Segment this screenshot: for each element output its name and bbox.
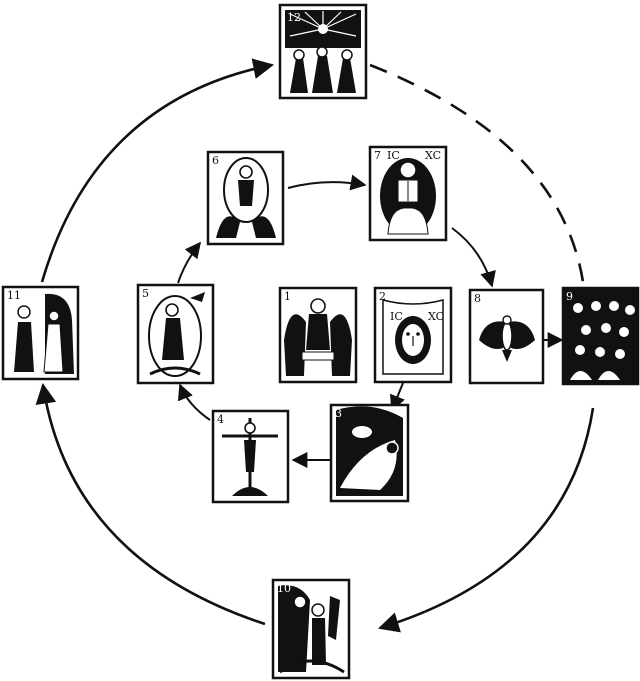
icon-label: 9 xyxy=(566,290,573,303)
icon-label: 2 xyxy=(379,290,386,303)
icon-11: 11 xyxy=(1,285,80,381)
icon-12: 12 xyxy=(278,3,368,100)
dashed-12-to-9 xyxy=(369,63,585,283)
icon-label: 4 xyxy=(217,413,224,426)
icon-1: 1 xyxy=(278,286,358,384)
icon-inscription: IC xyxy=(387,149,400,162)
icon-5: 5 xyxy=(136,283,215,385)
icon-3: 3 xyxy=(329,403,410,503)
icon-4: 4 xyxy=(211,409,290,504)
icon-label: 6 xyxy=(212,154,219,167)
icon-6: 6 xyxy=(206,150,285,246)
arrow-5-to-6 xyxy=(177,241,201,284)
icon-inscription: XC xyxy=(428,310,444,323)
icon-label: 1 xyxy=(284,290,291,303)
icon-label: 12 xyxy=(287,11,301,24)
icon-2: 2 IC XC xyxy=(373,286,453,384)
icon-label: 11 xyxy=(7,289,21,302)
icon-label: 5 xyxy=(142,287,149,300)
icon-label: 10 xyxy=(277,582,291,595)
icon-inscription: XC xyxy=(425,149,441,162)
arrow-6-to-7 xyxy=(287,174,367,191)
icon-inscription: IC xyxy=(390,310,403,323)
arrow-10-to-11 xyxy=(35,382,266,626)
inner-cycle xyxy=(177,174,564,468)
icon-label: 8 xyxy=(474,292,481,305)
arrow-9-to-10 xyxy=(378,407,595,633)
icon-9: 9 xyxy=(561,286,640,386)
icon-label: 7 xyxy=(374,149,381,162)
icon-7: 7 IC XC xyxy=(368,145,448,242)
arrow-4-to-5 xyxy=(177,383,211,421)
outer-cycle xyxy=(35,58,595,633)
arrow-7-to-8 xyxy=(451,227,496,288)
icon-10: 10 xyxy=(271,578,351,680)
arrow-11-to-12 xyxy=(40,58,275,283)
icon-label: 3 xyxy=(335,407,342,420)
icon-8: 8 xyxy=(468,288,545,385)
